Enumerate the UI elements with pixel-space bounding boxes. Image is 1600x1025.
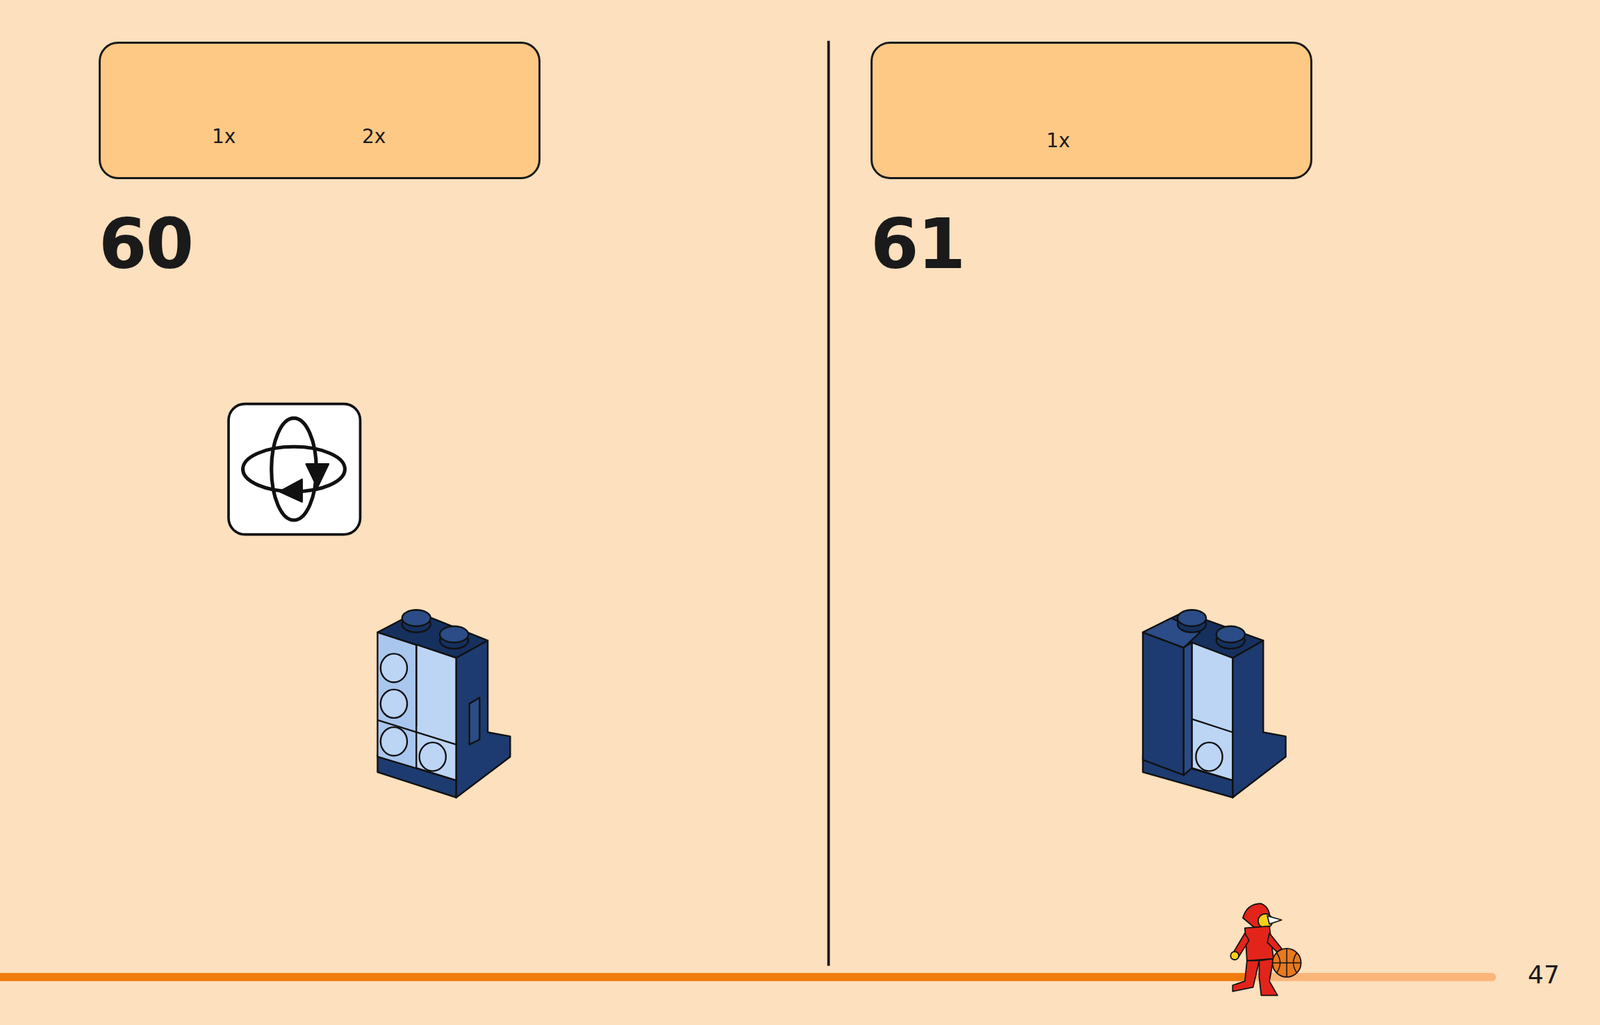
- brick-model-61: [1142, 609, 1286, 798]
- page-number: 47: [1527, 962, 1560, 988]
- part-quantity: 1x: [1046, 131, 1070, 151]
- parts-callout: 1x 2x: [98, 41, 541, 180]
- part-quantity: 2x: [361, 127, 386, 147]
- progress-bar: [0, 973, 1256, 982]
- divider: [827, 40, 831, 967]
- step-number: 60: [98, 209, 193, 280]
- rotate-icon: [228, 404, 360, 535]
- minifigure: [1230, 903, 1301, 996]
- parts-callout: 1x: [870, 41, 1313, 180]
- brick-model-60: [377, 609, 510, 798]
- part-quantity: 1x: [211, 127, 236, 147]
- step-number: 61: [870, 209, 965, 280]
